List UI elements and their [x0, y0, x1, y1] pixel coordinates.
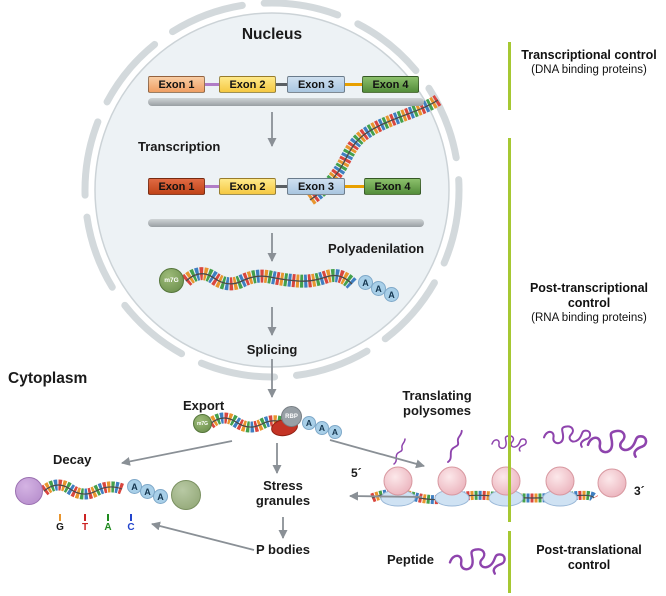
terminal-ribosome — [597, 468, 627, 498]
intron-connector — [205, 185, 219, 188]
intron-connector — [205, 83, 219, 86]
legend-post-translational: Post-translational control — [514, 543, 664, 573]
arrow-pbodies-to-decay — [151, 521, 255, 551]
poly-a-circle: A — [153, 489, 168, 504]
chromatogram-tick-icon — [84, 514, 86, 521]
exon-4-rna: Exon 4 — [364, 178, 421, 195]
legend-post-transcriptional-title: Post-transcriptional control — [529, 281, 649, 310]
exon-1-dna: Exon 1 — [148, 76, 205, 93]
m7g-cap: m7G — [159, 268, 184, 293]
ribosomes — [380, 466, 627, 507]
legend-line-transcriptional — [508, 42, 511, 110]
exon-4-dna: Exon 4 — [362, 76, 419, 93]
p-bodies-label: P bodies — [256, 542, 310, 557]
decay-mrna-ladder — [44, 485, 122, 494]
peptide-tangle-icon — [586, 429, 648, 458]
peptide-label: Peptide — [387, 552, 434, 567]
intron-connector — [345, 83, 362, 86]
dna-strand — [148, 98, 424, 106]
nucleotide-t: T — [77, 514, 93, 533]
legend-transcriptional-subtitle: (DNA binding proteins) — [531, 63, 647, 76]
three-prime-label: 3´ — [634, 484, 645, 498]
translating-polysomes-label: Translating polysomes — [402, 388, 472, 418]
poly-a-circle: A — [384, 287, 399, 302]
exon-3-dna: Exon 3 — [287, 76, 345, 93]
intron-connector — [276, 185, 287, 188]
rbp-protein: RBP — [281, 406, 302, 427]
nucleotide-a: A — [100, 514, 116, 533]
peptide-squiggle-icon — [447, 429, 463, 463]
legend-line-post-transcriptional — [508, 138, 511, 522]
legend-transcriptional: Transcriptional control (DNA binding pro… — [514, 48, 664, 76]
exon-2-rna: Exon 2 — [219, 178, 276, 195]
transcription-label: Transcription — [138, 139, 221, 154]
flow-arrows — [121, 112, 425, 551]
poly-a-circle: A — [127, 479, 142, 494]
nucleotide-c: C — [123, 514, 139, 533]
arrow-polysomes-to-stress — [349, 491, 423, 501]
nucleus-title: Nucleus — [241, 26, 303, 43]
dna-strand — [148, 219, 424, 227]
stress-granules-label: Stress granules — [255, 478, 311, 508]
exon-1-rna: Exon 1 — [148, 178, 205, 195]
cytoplasm-title: Cytoplasm — [8, 370, 88, 387]
five-prime-label: 5´ — [351, 466, 362, 480]
peptide-tangle-icon — [542, 425, 592, 448]
intron-connector — [345, 185, 364, 188]
polyadenilation-label: Polyadenilation — [328, 241, 425, 256]
arrow-to-decay — [121, 440, 233, 466]
decay-body — [171, 480, 201, 510]
poly-a-circle: A — [328, 425, 342, 439]
legend-line-post-translational — [508, 531, 511, 593]
splicing-label: Splicing — [246, 342, 298, 357]
legend-post-transcriptional-subtitle: (RNA binding proteins) — [531, 311, 647, 324]
nucleotide-g: G — [52, 514, 68, 533]
poly-a-circle: A — [315, 421, 329, 435]
chromatogram-tick-icon — [130, 514, 132, 521]
export-label: Export — [183, 398, 225, 413]
arrow-to-polysomes — [329, 439, 425, 469]
exon-3-rna: Exon 3 — [287, 178, 345, 195]
exon-2-dna: Exon 2 — [219, 76, 276, 93]
legend-post-transcriptional: Post-transcriptional control (RNA bindin… — [514, 281, 664, 324]
chromatogram-tick-icon — [107, 514, 109, 521]
decay-exonuclease — [15, 477, 43, 505]
legend-post-translational-title: Post-translational control — [536, 543, 642, 572]
peptide-label-tangle-icon — [448, 548, 506, 575]
decay-label: Decay — [53, 452, 92, 467]
legend-transcriptional-title: Transcriptional control — [521, 48, 657, 62]
chromatogram-tick-icon — [59, 514, 61, 521]
poly-a-circle: A — [302, 416, 316, 430]
m7g-cap-small: m7G — [193, 414, 212, 433]
intron-connector — [276, 83, 287, 86]
